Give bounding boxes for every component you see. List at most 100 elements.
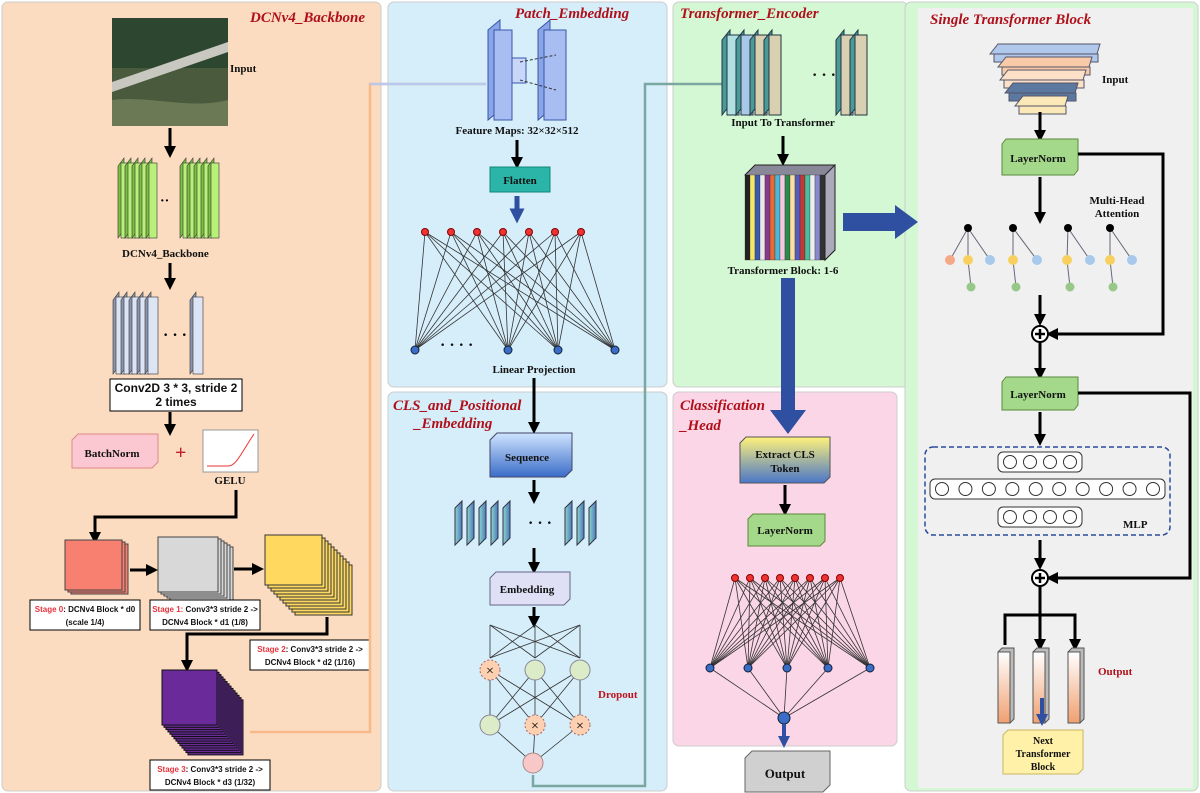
neuron: [1099, 482, 1114, 496]
neuron: [524, 659, 546, 681]
neuron: [551, 228, 559, 236]
neuron: [1043, 510, 1057, 524]
neuron: [1003, 455, 1017, 469]
layer: [64, 539, 123, 591]
token-bar: [1067, 651, 1081, 724]
next-block-line-3: Block: [1031, 762, 1056, 773]
block-output-tokens: [997, 647, 1085, 725]
ellipsis: · · ·: [163, 327, 187, 344]
token: [478, 499, 487, 547]
output-neuron: [777, 711, 791, 725]
layer: [264, 534, 323, 586]
neuron: [569, 659, 591, 681]
neuron: [479, 714, 501, 736]
neuron: [503, 345, 513, 355]
sheet: [192, 296, 204, 375]
neuron: [782, 663, 792, 673]
output-neuron: [522, 752, 544, 774]
svg-text:DCNv4 Block * d3 (1/32): DCNv4 Block * d3 (1/32): [165, 778, 256, 787]
attention-head: [945, 224, 995, 292]
stage-2-label: Stage 2: Conv3*3 stride 2 -> DCNv4 Block …: [249, 639, 371, 671]
neuron: [705, 663, 715, 673]
block-side: [824, 163, 836, 262]
layer: [1018, 105, 1067, 115]
block-input-stack: [988, 43, 1101, 115]
neuron: [525, 228, 533, 236]
neuron: [610, 345, 620, 355]
neuron: [791, 574, 799, 582]
layer: [161, 669, 218, 726]
flatten-box: Flatten: [503, 175, 537, 187]
mha-line-2: Attention: [1095, 208, 1140, 220]
neuron: [761, 574, 769, 582]
cls-title-1: CLS_and_Positional: [393, 398, 522, 414]
svg-text:DCNv4 Block * d2 (1/16): DCNv4 Block * d2 (1/16): [265, 658, 356, 667]
encoder-ellipsis: · · ·: [812, 67, 836, 84]
svg-text:Stage 2: Conv3*3 stride 2 ->: Stage 2: Conv3*3 stride 2 ->: [257, 645, 363, 654]
block-input-label: Input: [1102, 74, 1129, 86]
transformer-block-stack: [744, 163, 836, 262]
multi-head-attention: [945, 224, 1137, 292]
transformer-block-label: Transformer Block: 1-6: [728, 265, 839, 277]
neuron: [421, 228, 429, 236]
neuron: [1003, 510, 1017, 524]
dropout-label: Dropout: [598, 689, 638, 701]
next-block-line-1: Next: [1033, 736, 1054, 747]
attention-head: [1008, 224, 1042, 292]
layer: [759, 174, 766, 261]
extract-cls-line-1: Extract CLS: [755, 449, 815, 461]
layer: [779, 174, 786, 261]
ellipsis: ··: [160, 194, 169, 209]
sheet: [148, 162, 158, 239]
backbone-stack-label: DCNv4_Backbone: [122, 248, 209, 260]
stage-0-label: Stage 0: DCNv4 Block * d0(scale 1/4): [29, 599, 141, 631]
layer: [744, 174, 751, 261]
neuron: [1122, 482, 1137, 496]
x-icon: ×: [576, 719, 584, 734]
classifier-network: [705, 574, 875, 725]
token: [502, 499, 511, 547]
patch-title: Patch_Embedding: [515, 6, 630, 22]
stage-3-label: Stage 3: Conv3*3 stride 2 ->DCNv4 Block …: [149, 759, 271, 791]
neuron: [1052, 482, 1067, 496]
neuron: [1023, 455, 1037, 469]
neuron: [1146, 482, 1160, 496]
block-layernorm-1: LayerNorm: [1010, 153, 1066, 165]
gelu-graph: [202, 429, 259, 473]
layer: [988, 43, 1101, 55]
svg-text:Stage 0: DCNv4 Block * d0: Stage 0: DCNv4 Block * d0: [35, 605, 136, 614]
neuron: [746, 574, 754, 582]
svg-text:DCNv4 Block * d1 (1/8): DCNv4 Block * d1 (1/8): [162, 618, 248, 627]
token: [454, 499, 463, 547]
mha-line-1: Multi-Head: [1090, 195, 1145, 207]
green-feature-stack: ··: [117, 157, 220, 239]
neuron: [499, 228, 507, 236]
layer: [854, 34, 868, 116]
residual-add-1: [1031, 325, 1049, 343]
token: [588, 499, 597, 547]
sheet: [210, 162, 220, 239]
neuron: [1043, 455, 1057, 469]
neuron: [958, 482, 973, 496]
sheet: [147, 296, 159, 375]
layer: [804, 174, 811, 261]
mlp-layer: [997, 451, 1083, 473]
layer: [998, 69, 1087, 81]
dropout-network: ×××: [479, 624, 591, 774]
layer: [814, 174, 821, 261]
input-image: [112, 18, 228, 126]
conv-line-2: 2 times: [155, 395, 197, 409]
x-icon: ×: [531, 719, 539, 734]
linear-projection-label: Linear Projection: [493, 364, 576, 376]
backbone-title: DCNv4_Backbone: [249, 10, 365, 26]
mlp-label: MLP: [1123, 519, 1148, 531]
feature-maps-label: Feature Maps: 32×32×512: [456, 125, 579, 137]
layer: [1013, 95, 1069, 107]
layer: [769, 174, 776, 261]
head-title-2: _Head: [678, 418, 721, 434]
svg-text:Stage 1: Conv3*3 stride 2 ->: Stage 1: Conv3*3 stride 2 ->: [152, 605, 258, 614]
stage3-stack: [161, 669, 244, 756]
block-layernorm-2: LayerNorm: [1010, 389, 1066, 401]
to-single-block-arrow: [843, 205, 918, 239]
token: [490, 499, 499, 547]
